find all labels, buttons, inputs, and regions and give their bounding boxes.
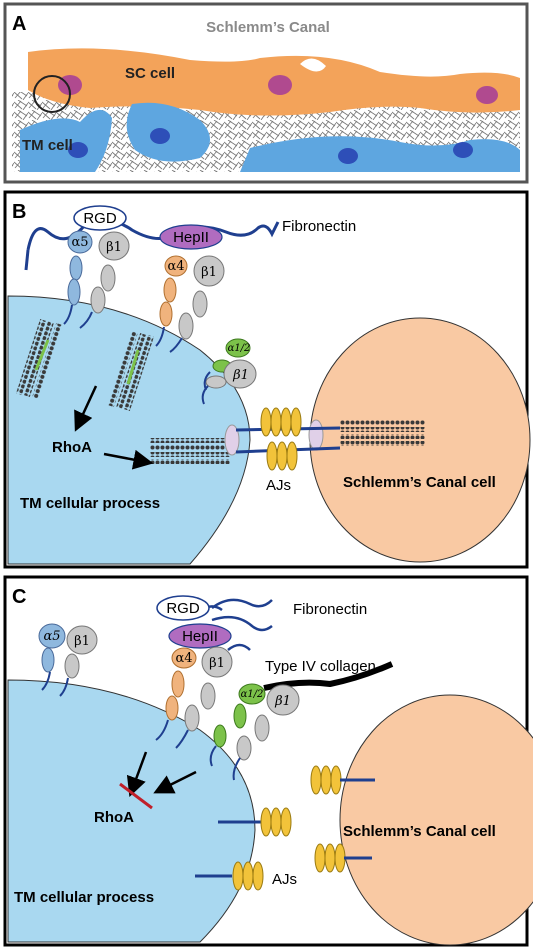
panel-c: C RGD HepII Fibronectin Type IV collagen… xyxy=(3,575,533,947)
fibronectin-label: Fibronectin xyxy=(282,218,356,235)
rgd-domain xyxy=(156,595,210,621)
sc-nucleus xyxy=(476,86,498,104)
hepii-label: HepII xyxy=(182,628,218,645)
tm-process-label: TM cellular process xyxy=(20,495,160,512)
arrow xyxy=(74,385,98,432)
schlemms-canal-title: Schlemm’s Canal xyxy=(206,19,330,36)
tm-cellular-process xyxy=(7,679,256,943)
alpha5-label: α5 xyxy=(71,235,88,250)
tm-cell xyxy=(240,136,520,172)
collagen-label: Type IV collagen xyxy=(265,658,376,675)
rgd-domain xyxy=(73,205,127,231)
hepii-label: HepII xyxy=(173,229,209,246)
tm-cell xyxy=(20,109,112,172)
tm-nucleus xyxy=(150,128,170,144)
integrin-a4b1 xyxy=(155,255,225,353)
fibronectin-label: Fibronectin xyxy=(293,601,367,618)
hepii-domain xyxy=(168,623,232,649)
adherens-junctions xyxy=(224,407,341,471)
rgd-label: RGD xyxy=(166,600,200,617)
arrow xyxy=(103,449,154,470)
schlemms-canal-cell xyxy=(339,694,533,946)
rgd-label: RGD xyxy=(83,210,117,227)
tm-process-label: TM cellular process xyxy=(14,889,154,906)
beta1-b-label: β1 xyxy=(201,265,217,280)
ajs-label: AJs xyxy=(272,871,297,888)
alpha12-label: α1/2 xyxy=(228,343,251,354)
fibronectin-strand xyxy=(204,598,273,651)
hepii-domain xyxy=(159,224,223,250)
schlemms-canal-cell xyxy=(309,317,531,563)
alpha5-label: α5 xyxy=(43,629,60,644)
sc-cell-label: Schlemm’s Canal cell xyxy=(343,823,496,840)
stress-fibers xyxy=(16,318,425,464)
sc-cell-label: Schlemm’s Canal cell xyxy=(343,474,496,491)
arrow xyxy=(153,770,197,794)
ajs-label: AJs xyxy=(266,477,291,494)
panel-a: A Schlemm’s Canal SC cell TM cell xyxy=(3,2,529,184)
rhoa-label: RhoA xyxy=(94,809,134,826)
tm-cell-label: TM cell xyxy=(22,137,73,154)
panel-b: B RGD HepII Fibronectin α5 β1 xyxy=(3,190,531,569)
sc-cell-label: SC cell xyxy=(125,65,175,82)
type-iv-collagen xyxy=(263,661,394,691)
integrin-a5b1 xyxy=(38,623,98,697)
integrin-a5b1 xyxy=(63,230,130,329)
sc-cell-gap xyxy=(300,58,326,72)
integrin-a4b1 xyxy=(155,646,233,749)
alpha4-label: α4 xyxy=(167,259,184,274)
inhibition-bar xyxy=(119,782,153,810)
integrin-a12b1 xyxy=(201,338,257,405)
tm-nucleus xyxy=(68,142,88,158)
beta1-c-label: β1 xyxy=(274,694,291,709)
panel-a-letter: A xyxy=(12,13,26,35)
beta1-label: β1 xyxy=(74,634,90,649)
arrow xyxy=(126,751,148,798)
sc-nucleus xyxy=(268,75,292,95)
panel-b-letter: B xyxy=(12,201,26,223)
alpha4-label: α4 xyxy=(175,651,192,666)
tm-nucleus xyxy=(338,148,358,164)
panel-c-letter: C xyxy=(12,586,26,608)
beta1-label: β1 xyxy=(106,240,122,255)
beta1-b-label: β1 xyxy=(209,656,225,671)
zoom-circle xyxy=(33,75,71,113)
fibronectin-strand xyxy=(24,249,30,271)
beta1-c-label: β1 xyxy=(232,368,249,383)
alpha12-label: α1/2 xyxy=(241,689,264,700)
adherens-junctions xyxy=(195,765,375,891)
integrin-a12b1 xyxy=(209,683,300,781)
tm-nucleus xyxy=(453,142,473,158)
rhoa-label: RhoA xyxy=(52,439,92,456)
